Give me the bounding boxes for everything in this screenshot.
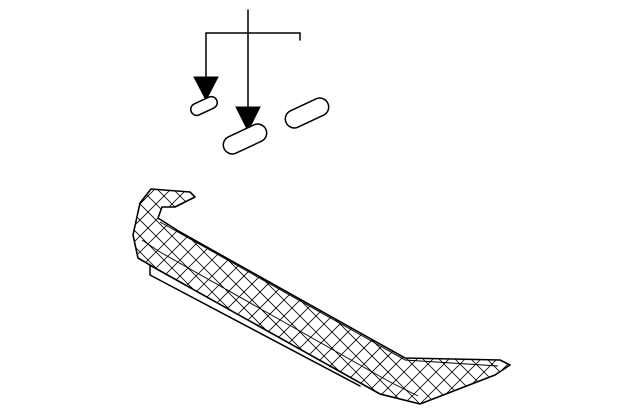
trim-panel	[132, 188, 511, 405]
arrow-down-icon	[193, 76, 219, 102]
panel-inner-edge	[159, 221, 499, 367]
panel-lip	[149, 264, 361, 387]
clip-medium	[222, 123, 268, 155]
clip-small	[189, 95, 219, 117]
panel-lower-edge	[141, 239, 419, 397]
panel-outline	[132, 188, 511, 405]
panel-hatching	[133, 189, 510, 404]
clip-large	[284, 97, 330, 129]
arrow-down-icon	[235, 106, 261, 133]
callout-leader	[193, 9, 301, 133]
